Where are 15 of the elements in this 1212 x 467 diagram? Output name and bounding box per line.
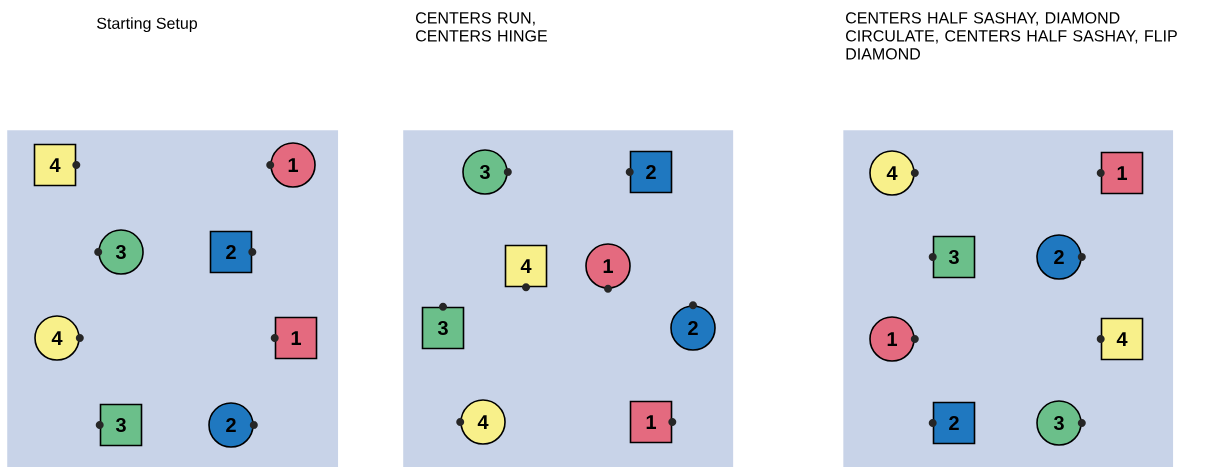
dancer-square: 2 (625, 150, 673, 194)
dancer-square: 1 (270, 316, 318, 360)
dancer-square: 1 (629, 400, 677, 444)
heading: Starting Setup (97, 17, 197, 33)
dancer-square: 3 (95, 403, 143, 447)
dancer-square: 2 (209, 230, 257, 274)
heading: CENTERS HALF SASHAY, DIAMOND CIRCULATE, CENTERS HALF SASHAY, FLIP DIAMOND (846, 12, 1177, 60)
dancer-square: 4 (504, 244, 548, 292)
heading: CENTERS RUN, CENTERS HINGE (416, 12, 547, 42)
dancer-square: 3 (928, 235, 976, 279)
dancer-square: 1 (1096, 151, 1144, 195)
dancer-square: 2 (928, 401, 976, 445)
dancer-square: 4 (33, 143, 81, 187)
dancer-square: 3 (421, 302, 465, 350)
dancer-square: 4 (1096, 317, 1144, 361)
